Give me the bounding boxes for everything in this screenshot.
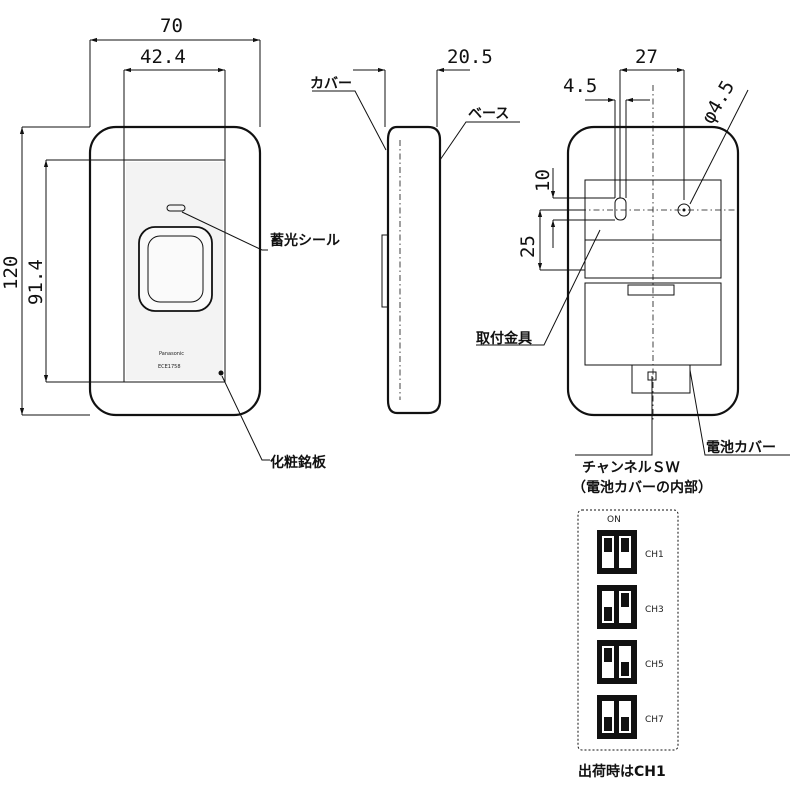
luminous-seal-label: 蓄光シール bbox=[270, 232, 340, 249]
base-label: ベース bbox=[468, 106, 509, 122]
indicator-dot bbox=[218, 370, 224, 376]
slot-hole bbox=[614, 197, 627, 221]
dip-switch-knob bbox=[604, 648, 612, 662]
factory-default-note: 出荷時はCH1 bbox=[578, 763, 666, 780]
front-plate-outline bbox=[88, 125, 262, 417]
channel-label: CH1 bbox=[645, 550, 664, 560]
dim-slot-length-10: 10 bbox=[532, 169, 554, 192]
channel-sw-frame bbox=[577, 509, 679, 751]
dim-width-70: 70 bbox=[160, 15, 183, 37]
on-label: ON bbox=[607, 515, 621, 525]
dip-switch-knob bbox=[604, 607, 612, 621]
brand-mark: Panasonic bbox=[159, 351, 184, 357]
dip-switch-knob bbox=[604, 717, 612, 731]
channel-sw-title: チャンネルＳＷ bbox=[582, 460, 680, 476]
dip-switch-row: CH5 bbox=[597, 640, 664, 684]
model-number: ECE1758 bbox=[158, 364, 181, 370]
channel-sw-subtitle: （電池カバーの内部） bbox=[572, 479, 712, 496]
dip-switch-knob bbox=[621, 717, 629, 731]
dip-switch-row: CH3 bbox=[597, 585, 664, 629]
dim-width-42-4: 42.4 bbox=[140, 46, 186, 68]
name-plate bbox=[123, 159, 226, 383]
side-profile bbox=[386, 125, 442, 415]
battery-cover-label: 電池カバー bbox=[706, 439, 776, 456]
dip-switch-knob bbox=[621, 538, 629, 552]
push-button bbox=[138, 226, 213, 312]
rear-view: 27 4.5 φ4.5 10 25 取付金具 電池カバー bbox=[476, 46, 790, 456]
bracket-label: 取付金具 bbox=[476, 330, 532, 347]
dim-depth-20-5: 20.5 bbox=[447, 46, 493, 68]
channel-label: CH5 bbox=[645, 660, 664, 670]
dip-switch-knob bbox=[621, 662, 629, 676]
push-button-inner bbox=[147, 235, 204, 303]
dim-hole-spacing-27: 27 bbox=[635, 46, 658, 68]
luminous-seal bbox=[166, 204, 186, 212]
dim-height-120: 120 bbox=[0, 256, 22, 290]
dip-switch-knob bbox=[621, 593, 629, 607]
dip-switch-knob bbox=[604, 538, 612, 552]
channel-label: CH3 bbox=[645, 605, 664, 615]
channel-label: CH7 bbox=[645, 715, 664, 725]
front-view: Panasonic ECE1758 70 42.4 120 91.4 蓄光シール… bbox=[0, 15, 340, 471]
dim-slot-width-4-5: 4.5 bbox=[563, 75, 597, 97]
side-view: 20.5 カバー ベース bbox=[310, 46, 520, 415]
dim-hole-offset-25: 25 bbox=[517, 235, 539, 258]
dim-height-91-4: 91.4 bbox=[25, 259, 47, 305]
dip-switch-row: CH1 bbox=[597, 530, 664, 574]
name-plate-label: 化粧銘板 bbox=[270, 454, 327, 471]
cover-label: カバー bbox=[310, 76, 352, 92]
side-protrusion bbox=[381, 234, 389, 308]
dip-switch-row: CH7 bbox=[597, 695, 664, 739]
